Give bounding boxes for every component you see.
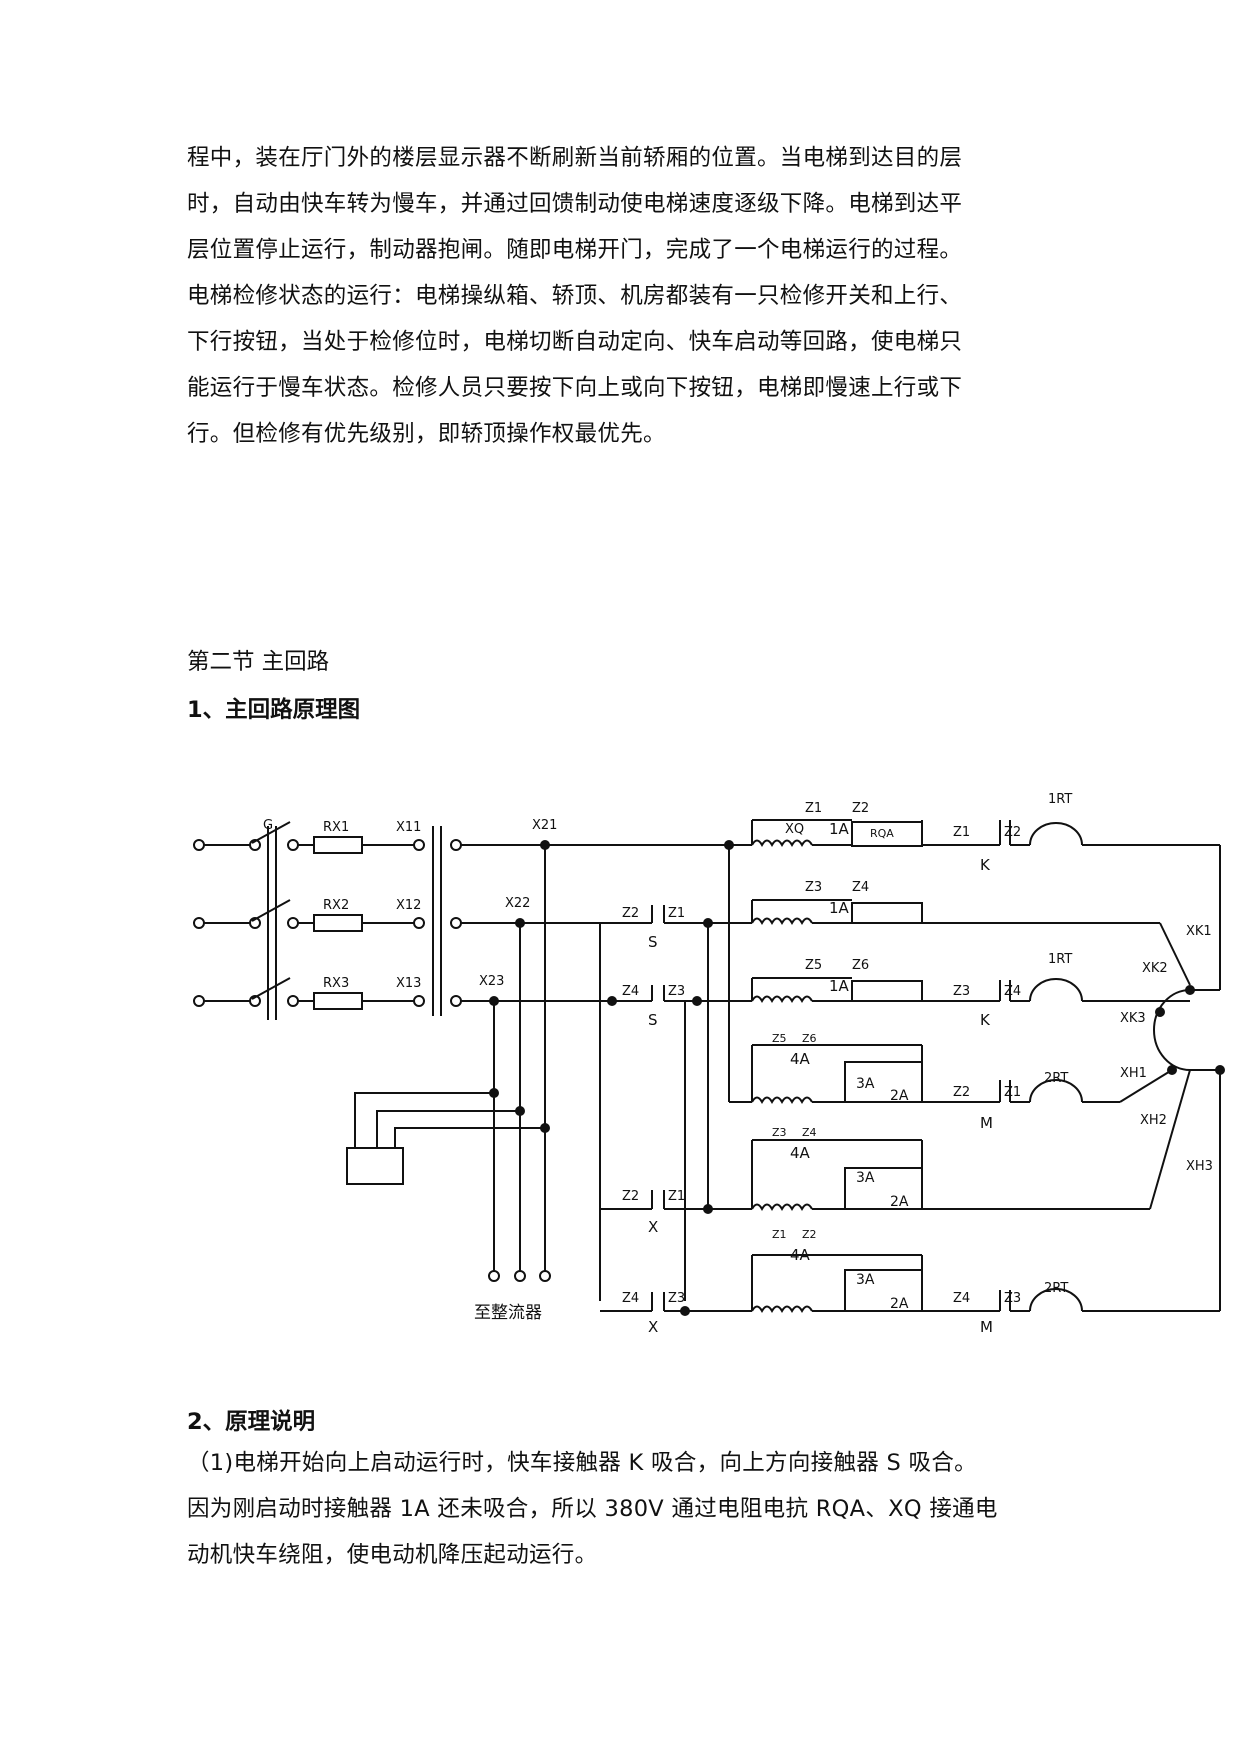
explanation-paragraph: （1)电梯开始向上启动运行时，快车接触器 K 吸合，向上方向接触器 S 吸合。 … — [187, 1440, 1067, 1578]
label-xk1: XK1 — [1186, 924, 1212, 939]
label-z4: Z4 — [953, 1291, 970, 1306]
label-z5: Z5 — [805, 958, 822, 973]
intro-line: 时，自动由快车转为慢车，并通过回馈制动使电梯速度逐级下降。电梯到达平 — [187, 191, 963, 217]
label-z3: Z3 — [668, 1291, 685, 1306]
label-z4: Z4 — [622, 984, 639, 999]
label-rqa: RQA — [870, 827, 894, 840]
intro-line: 能运行于慢车状态。检修人员只要按下向上或向下按钮，电梯即慢速上行或下 — [187, 375, 963, 401]
label-xh3: XH3 — [1186, 1159, 1213, 1174]
label-z1: Z1 — [772, 1228, 787, 1241]
intro-line: 行。但检修有优先级别，即轿顶操作权最优先。 — [187, 421, 666, 447]
label-x: X — [648, 1318, 658, 1336]
label-z2: Z2 — [622, 906, 639, 921]
label-z6: Z6 — [802, 1032, 817, 1045]
explain-line: （1)电梯开始向上启动运行时，快车接触器 K 吸合，向上方向接触器 S 吸合。 — [187, 1450, 977, 1476]
label-k: K — [980, 1011, 991, 1029]
label-z1: Z1 — [668, 1189, 685, 1204]
label-s: S — [648, 1011, 658, 1029]
subsection-title-diagram: 1、主回路原理图 — [187, 697, 361, 723]
intro-line: 下行按钮，当处于检修位时，电梯切断自动定向、快车启动等回路，使电梯只 — [187, 329, 963, 355]
label-x12: X12 — [396, 898, 421, 913]
label-xh2: XH2 — [1140, 1113, 1167, 1128]
label-2a: 2A — [890, 1088, 909, 1104]
label-z2: Z2 — [852, 801, 869, 816]
label-z1: Z1 — [668, 906, 685, 921]
label-xk3: XK3 — [1120, 1011, 1146, 1026]
label-k: K — [980, 856, 991, 874]
label-s: S — [648, 933, 658, 951]
label-g: G — [263, 818, 273, 833]
intro-line: 电梯检修状态的运行：电梯操纵箱、轿顶、机房都装有一只检修开关和上行、 — [187, 283, 963, 309]
label-rx1: RX1 — [323, 820, 349, 835]
label-z1: Z1 — [953, 825, 970, 840]
label-1a: 1A — [829, 977, 850, 995]
label-m: M — [980, 1114, 993, 1132]
intro-paragraph: 程中，装在厅门外的楼层显示器不断刷新当前轿厢的位置。当电梯到达目的层 时，自动由… — [187, 135, 1067, 457]
label-z4: Z4 — [852, 880, 869, 895]
explain-line: 因为刚启动时接触器 1A 还未吸合，所以 380V 通过电阻电抗 RQA、XQ … — [187, 1496, 998, 1522]
label-3a: 3A — [856, 1170, 875, 1186]
label-x21: X21 — [532, 818, 557, 833]
label-x11: X11 — [396, 820, 421, 835]
label-z2: Z2 — [1004, 825, 1021, 840]
label-2rt: 2RT — [1044, 1071, 1068, 1086]
intro-line: 程中，装在厅门外的楼层显示器不断刷新当前轿厢的位置。当电梯到达目的层 — [187, 145, 963, 171]
intro-line: 层位置停止运行，制动器抱闸。随即电梯开门，完成了一个电梯运行的过程。 — [187, 237, 963, 263]
subsection-title-explanation: 2、原理说明 — [187, 1409, 316, 1435]
label-z2: Z2 — [622, 1189, 639, 1204]
label-z3: Z3 — [805, 880, 822, 895]
label-x13: X13 — [396, 976, 421, 991]
label-rx2: RX2 — [323, 898, 349, 913]
label-x22: X22 — [505, 896, 530, 911]
label-xq: XQ — [785, 822, 804, 837]
label-x: X — [648, 1218, 658, 1236]
junction-dots — [489, 840, 1225, 1316]
label-4a: 4A — [790, 1144, 811, 1162]
label-z4: Z4 — [622, 1291, 639, 1306]
label-z3: Z3 — [1004, 1291, 1021, 1306]
label-z2: Z2 — [802, 1228, 817, 1241]
label-z1: Z1 — [1004, 1085, 1021, 1100]
label-4a: 4A — [790, 1050, 811, 1068]
label-xk2: XK2 — [1142, 961, 1168, 976]
label-z4: Z4 — [802, 1126, 817, 1139]
label-x23: X23 — [479, 974, 504, 989]
label-z3: Z3 — [668, 984, 685, 999]
circuit-wiring — [193, 819, 1221, 1314]
explain-line: 动机快车绕阻，使电动机降压起动运行。 — [187, 1542, 598, 1568]
label-to-rectifier: 至整流器 — [474, 1303, 542, 1323]
label-z4: Z4 — [1004, 984, 1021, 999]
label-z3: Z3 — [953, 984, 970, 999]
label-4a: 4A — [790, 1246, 811, 1264]
label-xh1: XH1 — [1120, 1066, 1147, 1081]
label-1a: 1A — [829, 899, 850, 917]
label-3a: 3A — [856, 1272, 875, 1288]
label-2a: 2A — [890, 1194, 909, 1210]
label-3a: 3A — [856, 1076, 875, 1092]
label-1rt: 1RT — [1048, 952, 1072, 967]
section-title: 第二节 主回路 — [187, 649, 330, 675]
label-z5: Z5 — [772, 1032, 787, 1045]
label-2a: 2A — [890, 1296, 909, 1312]
label-z2: Z2 — [953, 1085, 970, 1100]
label-2rt: 2RT — [1044, 1281, 1068, 1296]
label-1rt: 1RT — [1048, 792, 1072, 807]
label-z3: Z3 — [772, 1126, 787, 1139]
label-m: M — [980, 1318, 993, 1336]
diagram-labels: G RX1 RX2 RX3 X11 X12 X13 X21 X22 X23 至整… — [263, 792, 1213, 1336]
label-rx3: RX3 — [323, 976, 349, 991]
label-1a: 1A — [829, 820, 850, 838]
label-z1: Z1 — [805, 801, 822, 816]
label-z6: Z6 — [852, 958, 869, 973]
